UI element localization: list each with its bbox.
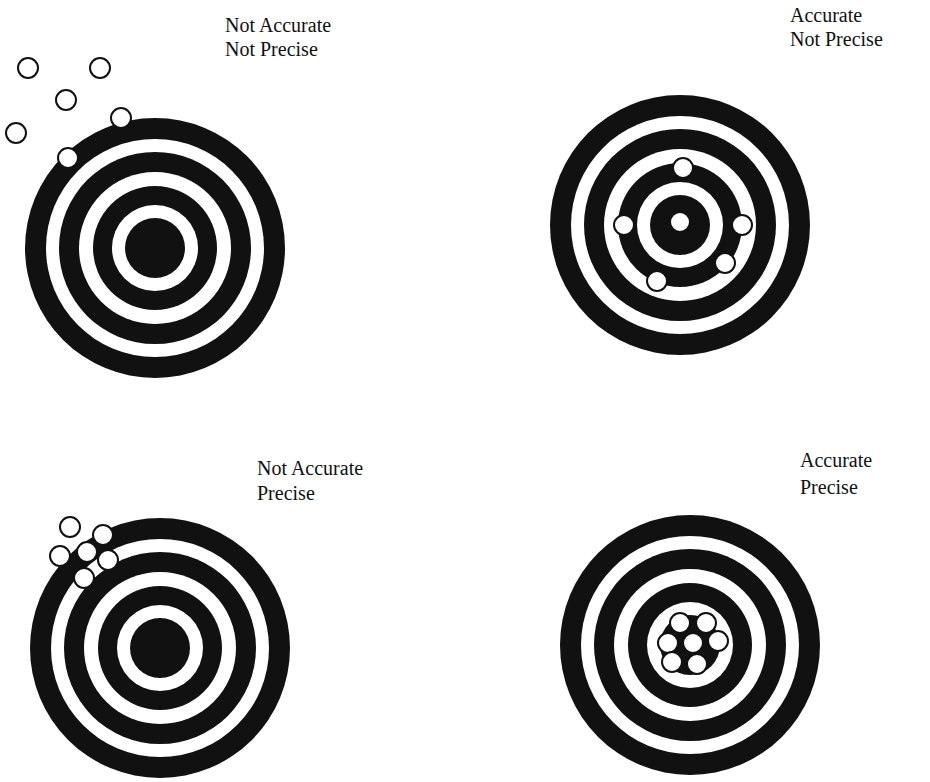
caption-label: Not Accurate <box>225 14 331 36</box>
caption-label-position: Not Precise <box>225 38 318 60</box>
caption-label: Not Precise <box>790 28 883 50</box>
caption-label-position: Accurate <box>800 449 872 471</box>
caption-label-position: Not Precise <box>790 28 883 50</box>
caption-label-position: Precise <box>257 482 315 504</box>
caption-label: Accurate <box>790 4 862 26</box>
target <box>30 518 290 778</box>
caption-label: Not Precise <box>225 38 318 60</box>
caption-label-position: Precise <box>800 476 858 498</box>
caption-label: Accurate <box>800 449 872 471</box>
caption-label: Precise <box>257 482 315 504</box>
target <box>550 95 810 355</box>
caption-label-position: Not Accurate <box>257 457 363 479</box>
caption-label-position: Accurate <box>790 4 862 26</box>
shots <box>6 58 752 674</box>
caption-label: Precise <box>800 476 858 498</box>
caption-label: Not Accurate <box>257 457 363 479</box>
caption-label-position: Not Accurate <box>225 14 331 36</box>
target <box>560 515 820 775</box>
target <box>25 118 285 378</box>
